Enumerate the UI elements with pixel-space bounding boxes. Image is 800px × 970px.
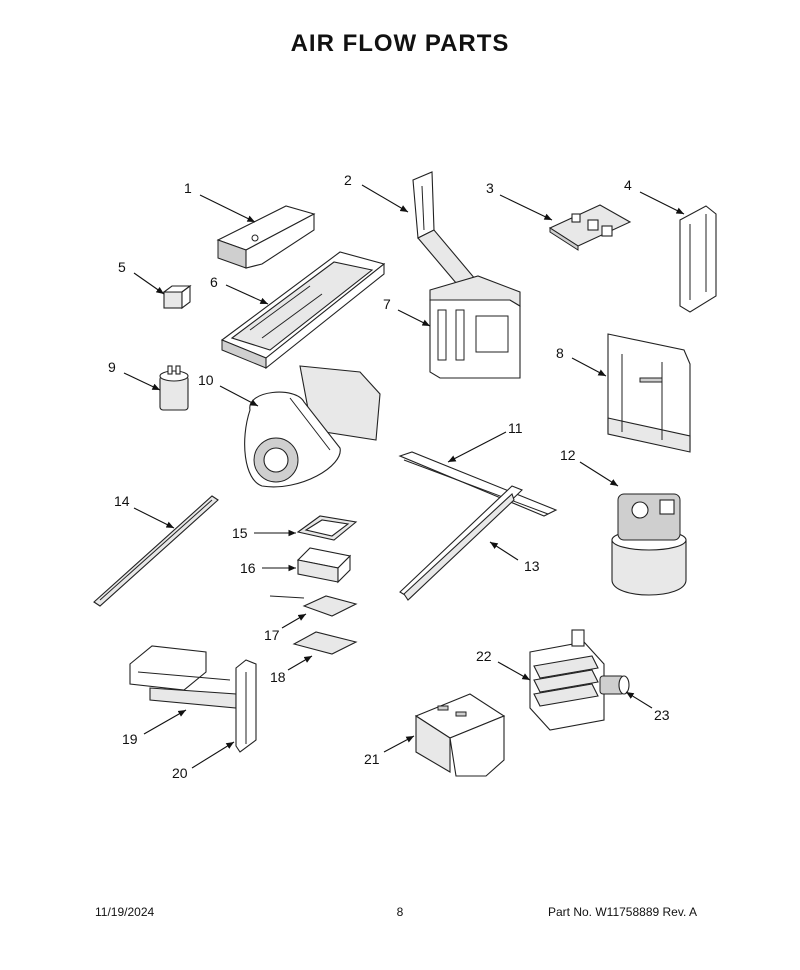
callout-19: 19: [122, 731, 138, 747]
part-5-clip: [162, 284, 192, 310]
part-23-antenna: [599, 675, 630, 695]
callout-17: 17: [264, 627, 280, 643]
callout-14: 14: [114, 493, 130, 509]
part-17-filter-sheet: [269, 595, 358, 617]
callout-21: 21: [364, 751, 380, 767]
part-18-filter-pad: [292, 631, 358, 655]
part-22-magnetron: [529, 629, 605, 731]
part-6-vent-tray: [220, 251, 386, 370]
callout-3: 3: [486, 180, 494, 196]
leader-lines: [123, 184, 685, 769]
callout-8: 8: [556, 345, 564, 361]
footer-part-number: Part No. W11758889 Rev. A: [548, 905, 697, 919]
part-1-cover: [216, 205, 316, 269]
part-16-filter-box: [296, 547, 352, 584]
callout-18: 18: [270, 669, 286, 685]
part-20-vertical-bracket: [235, 659, 257, 753]
callout-20: 20: [172, 765, 188, 781]
callout-9: 9: [108, 359, 116, 375]
part-13-rail: [399, 485, 523, 601]
page-title: AIR FLOW PARTS: [290, 30, 510, 57]
callout-23: 23: [654, 707, 670, 723]
callout-6: 6: [210, 274, 218, 290]
part-9-capacitor: [159, 365, 189, 411]
callout-numbers: 1 2 3 4 5 6 7 8 9 10 11 12 13 14 15 16 1…: [108, 172, 670, 781]
callout-5: 5: [118, 259, 126, 275]
callout-4: 4: [624, 177, 632, 193]
callout-22: 22: [476, 648, 492, 664]
footer-date: 11/19/2024: [95, 905, 155, 919]
callout-1: 1: [184, 180, 192, 196]
part-12-motor: [611, 493, 687, 596]
callout-11: 11: [508, 420, 523, 436]
part-15-filter-frame: [296, 515, 358, 541]
part-14-strip: [93, 495, 219, 607]
part-11-rail: [398, 451, 558, 517]
callout-15: 15: [232, 525, 248, 541]
part-3-control-board: [548, 204, 632, 251]
footer-page-number: 8: [396, 905, 404, 919]
part-10-blower-motor: [244, 365, 381, 488]
callout-16: 16: [240, 560, 256, 576]
part-8-grille-panel: [607, 333, 691, 453]
part-21-mount-bracket: [414, 693, 506, 777]
part-4-side-panel: [679, 205, 717, 313]
callout-10: 10: [198, 372, 214, 388]
callout-13: 13: [524, 558, 540, 574]
callout-2: 2: [344, 172, 352, 188]
part-19-bracket-assembly: [129, 645, 237, 709]
part-7-panel: [429, 275, 521, 379]
callout-12: 12: [560, 447, 576, 463]
callout-7: 7: [383, 296, 391, 312]
